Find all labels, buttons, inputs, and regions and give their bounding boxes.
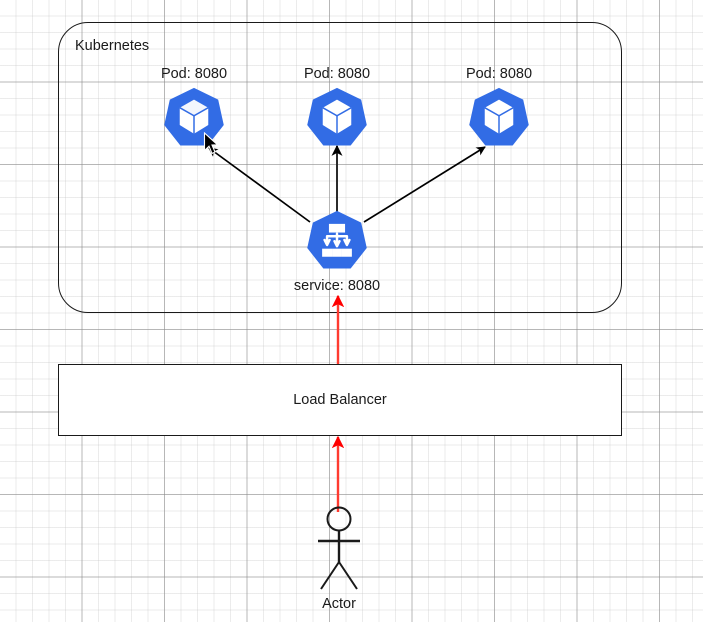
kubernetes-pod-icon[interactable] <box>468 86 530 148</box>
kubernetes-cluster-boundary[interactable] <box>58 22 622 313</box>
actor-stick-figure-icon[interactable] <box>305 505 373 593</box>
cluster-title-label: Kubernetes <box>75 38 150 54</box>
load-balancer-box[interactable]: Load Balancer <box>58 364 622 436</box>
pod-1-label: Pod: 8080 <box>160 66 228 82</box>
load-balancer-label: Load Balancer <box>293 392 387 408</box>
kubernetes-pod-icon[interactable] <box>163 86 225 148</box>
pod-3-label: Pod: 8080 <box>465 66 533 82</box>
kubernetes-pod-icon[interactable] <box>306 86 368 148</box>
kubernetes-service-icon[interactable] <box>306 209 368 271</box>
pod-2-label: Pod: 8080 <box>303 66 371 82</box>
actor-label: Actor <box>322 596 356 612</box>
service-label: service: 8080 <box>293 278 381 294</box>
